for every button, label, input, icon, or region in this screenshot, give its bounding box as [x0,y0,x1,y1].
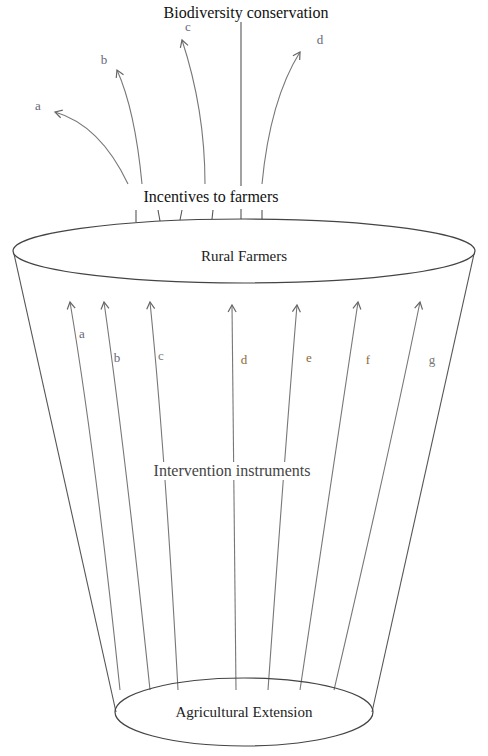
tick-line [180,210,182,220]
tick-line [261,210,262,219]
incentive-arrow [182,40,205,184]
letter-label: c [184,20,192,34]
node-text: Agricultural Extension [173,704,314,721]
instrument-arrow [268,305,297,690]
instrument-arrow [104,302,150,690]
ellipse-node: Agricultural Extension [114,677,374,747]
stem-line [240,22,241,186]
letter-label: b [113,351,122,365]
instrument-arrow [334,302,420,690]
letter-label: f [365,353,371,367]
heading-label: Intervention instruments [153,462,312,480]
letter-label: a [78,327,86,341]
node-text: Rural Farmers [199,248,289,265]
instrument-arrow [300,302,358,690]
bucket-side [14,254,116,712]
letter-label: g [428,353,437,367]
tick-line [158,210,160,221]
incentive-arrow [55,112,128,184]
instrument-arrow [232,305,236,690]
incentive-arrow [262,52,300,184]
letter-label: c [157,349,165,363]
letter-label: a [34,99,42,113]
letter-label: d [240,353,249,367]
letter-label: b [100,53,109,67]
tick-line [135,210,136,222]
heading-label: Incentives to farmers [142,188,279,206]
bucket-side [372,254,474,712]
stem-line [240,209,241,219]
letter-label: d [316,33,325,47]
ellipse-node: Rural Farmers [12,218,476,284]
instrument-arrow [150,302,178,690]
incentive-arrow [117,70,142,184]
letter-label: e [305,351,313,365]
tick-line [212,210,213,219]
